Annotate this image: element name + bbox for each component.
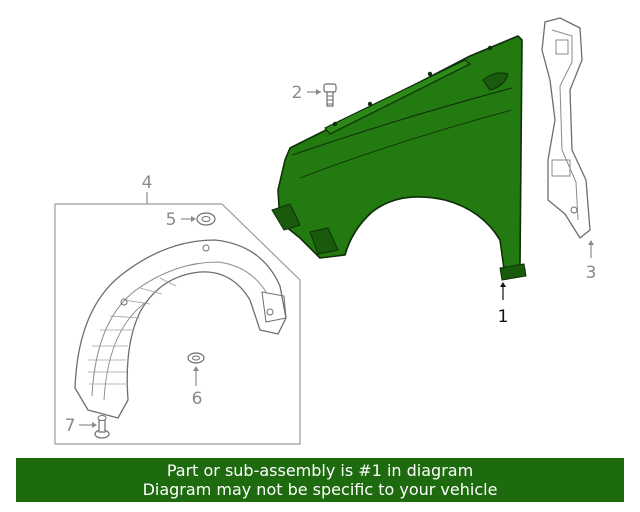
callout-3[interactable]: 3 <box>586 263 597 283</box>
liner-part-4[interactable] <box>74 239 287 419</box>
fender-part-1[interactable] <box>271 35 527 281</box>
callout-1[interactable]: 1 <box>498 307 509 327</box>
callout-5[interactable]: 5 <box>166 210 177 230</box>
callout-2[interactable]: 2 <box>292 83 303 103</box>
banner-line-1: Part or sub-assembly is #1 in diagram <box>166 461 474 480</box>
callout-4[interactable]: 4 <box>142 173 153 193</box>
callout-6[interactable]: 6 <box>192 389 203 409</box>
leader-lines <box>79 89 594 428</box>
rivet-part-7[interactable] <box>94 415 110 439</box>
grommet-part-5[interactable] <box>196 212 216 226</box>
clip-part-6[interactable] <box>187 352 205 364</box>
info-banner: Part or sub-assembly is #1 in diagram Di… <box>16 458 624 502</box>
parts-diagram: 1 2 3 4 5 6 7 <box>54 17 597 445</box>
banner-line-2: Diagram may not be specific to your vehi… <box>142 480 498 499</box>
bracket-part-3[interactable] <box>541 17 591 239</box>
group-4-outline <box>54 203 301 445</box>
callout-7[interactable]: 7 <box>65 416 76 436</box>
bolt-part-2[interactable] <box>323 83 337 107</box>
